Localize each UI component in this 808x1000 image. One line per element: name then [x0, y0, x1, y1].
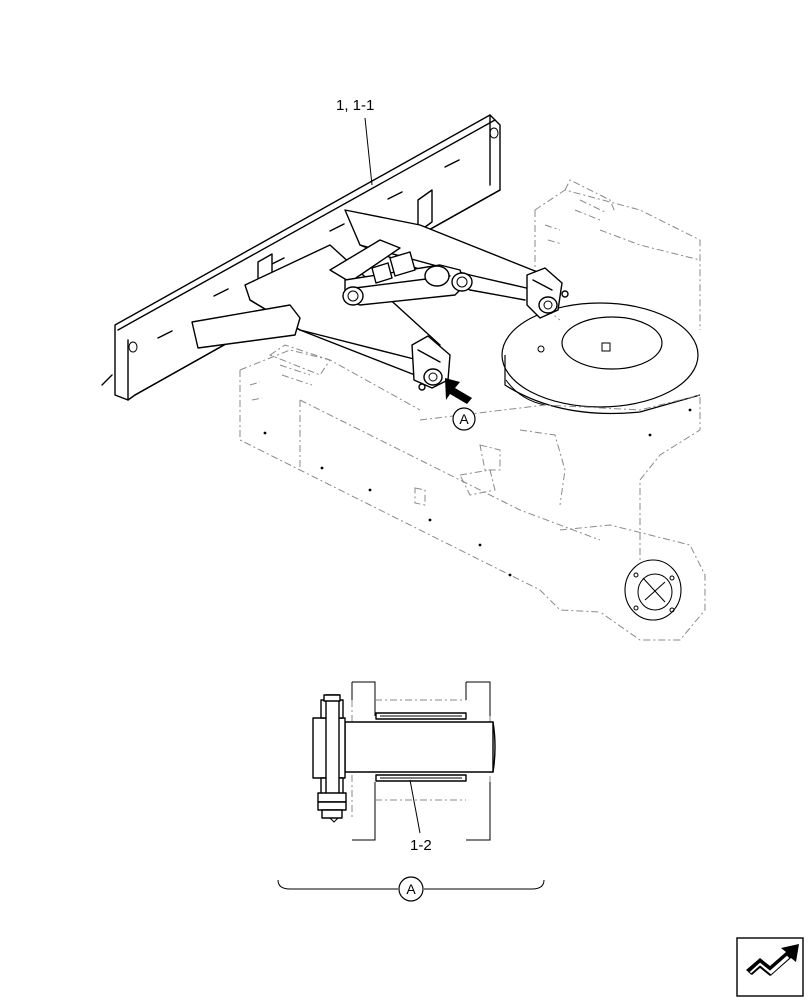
label-pin-ref: 1-2	[410, 837, 432, 854]
detail-a-title: A	[406, 881, 416, 897]
callout-a-main-text: A	[459, 411, 469, 427]
blade-cylinder	[342, 251, 473, 306]
label-blade-ref: 1, 1-1	[336, 97, 374, 114]
next-page-arrow-icon[interactable]	[736, 937, 804, 997]
blade-slots	[157, 159, 460, 339]
callout-a-main: A	[452, 407, 476, 431]
undercarriage-frame-phantom	[239, 179, 706, 641]
leader-line-pin	[409, 779, 421, 834]
detail-arrow	[445, 378, 472, 404]
mount-pins	[418, 290, 569, 391]
detail-a-pin-section	[312, 681, 496, 841]
detail-a-bracket: A	[277, 876, 545, 902]
leader-line-blade	[364, 117, 373, 186]
